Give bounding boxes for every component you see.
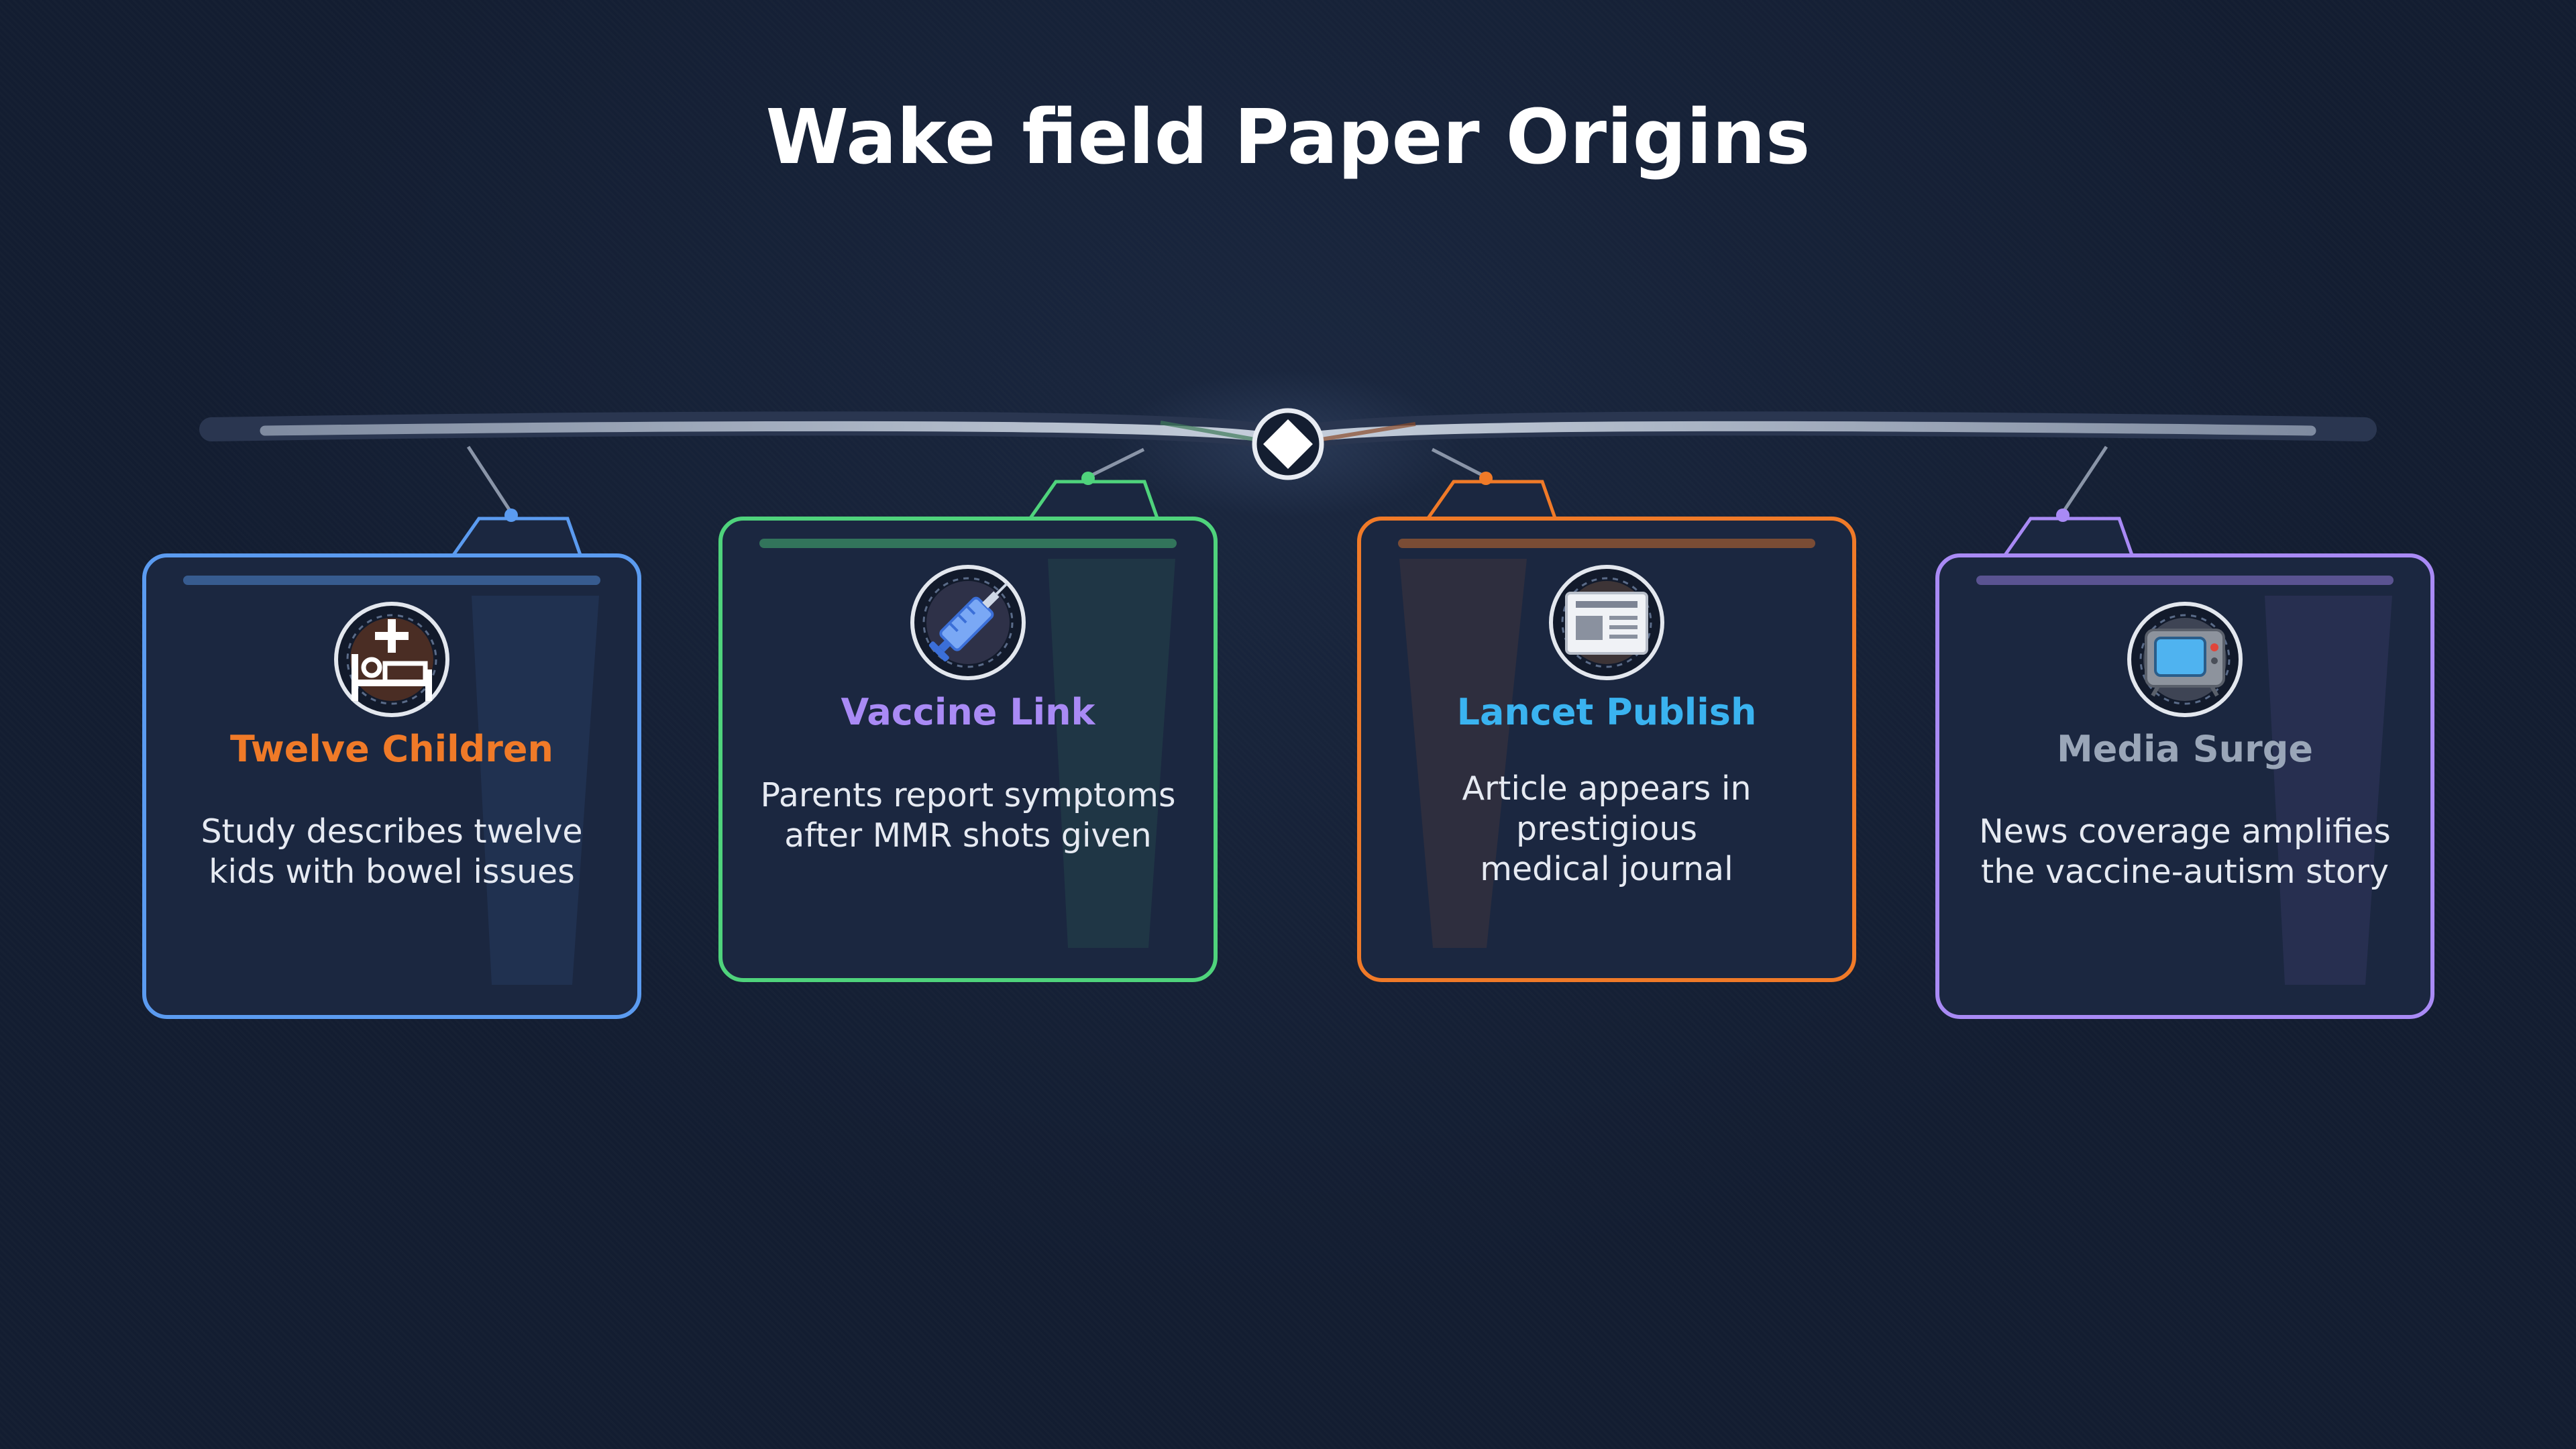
cards-layer (142, 472, 2434, 1019)
card-frame (1357, 517, 1856, 982)
card-hanger-tab (1425, 480, 1558, 521)
card-description: News coverage amplifies the vaccine-auti… (1979, 812, 2391, 891)
card-accent-bar (183, 576, 600, 585)
syringe-icon (910, 565, 1026, 680)
page-title: Wake field Paper Origins (765, 94, 1811, 181)
card-hanger-knob (2056, 508, 2070, 522)
card-frame (718, 517, 1218, 982)
television-icon (2127, 602, 2243, 717)
card-title: Twelve Children (230, 728, 553, 770)
card-hanger-tab (1027, 480, 1160, 521)
card-hanger-tab (2002, 517, 2135, 558)
card-frame (1935, 553, 2434, 1019)
card-hanger-knob (504, 508, 518, 522)
card-title: Vaccine Link (841, 691, 1095, 733)
card-light-shaft (2265, 596, 2392, 985)
card-frame (142, 553, 641, 1019)
card-hanger-tab (450, 517, 583, 558)
card-accent-bar (1398, 539, 1815, 548)
card-light-shaft (472, 596, 599, 985)
card-1[interactable] (142, 508, 641, 1019)
hanger-strings (466, 445, 2108, 514)
card-hanger-knob (1479, 472, 1493, 485)
card-accent-bar (759, 539, 1177, 548)
card-title: Lancet Publish (1456, 691, 1757, 733)
hospital-bed-icon (334, 602, 449, 717)
card-hanger-knob (1081, 472, 1095, 485)
card-accent-bar (1976, 576, 2394, 585)
card-2[interactable] (718, 472, 1218, 982)
card-description: Parents report symptoms after MMR shots … (760, 776, 1176, 855)
card-description: Article appears in prestigious medical j… (1462, 769, 1752, 888)
card-title: Media Surge (2056, 728, 2313, 770)
pivot-diamond-icon (1252, 408, 1324, 480)
card-light-shaft (1048, 559, 1175, 948)
card-light-shaft (1399, 559, 1527, 948)
card-description: Study describes twelve kids with bowel i… (201, 812, 583, 891)
newspaper-icon (1549, 565, 1664, 680)
card-3[interactable] (1357, 472, 1856, 982)
card-4[interactable] (1935, 508, 2434, 1019)
